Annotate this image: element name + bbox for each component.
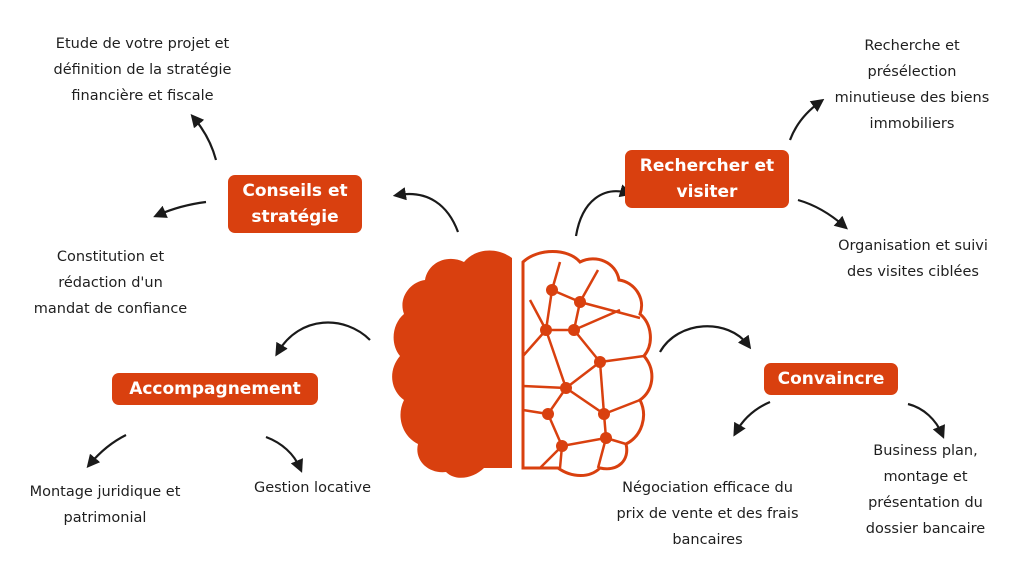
note-negociation: Négociation efficace du prix de vente et… [616,480,799,548]
brain-right-half-icon [521,250,654,477]
arrow-brain-to-rechercher [574,184,634,237]
arrow-brain-to-conseils [392,187,460,233]
brain-left-half-icon [392,250,512,478]
arrow-accompagnement-to-gestion [265,435,303,473]
note-organisation-visites: Organisation et suivi des visites ciblée… [838,238,988,280]
note-montage-juridique: Montage juridique et patrimonial [29,484,181,526]
category-conseils-et-strategie: Conseils et stratégie [228,175,362,233]
arrow-conseils-to-etude [190,113,218,161]
note-recherche-preselection: Recherche et présélection minutieuse des… [834,38,990,132]
note-etude-projet: Etude de votre projet et définition de l… [53,36,232,104]
category-convaincre: Convaincre [764,363,898,395]
arrow-rechercher-to-recherche [788,98,825,141]
arrow-convaincre-to-negociation [733,400,771,437]
arrow-convaincre-to-business [907,402,945,439]
arrow-rechercher-to-organisation [797,198,848,230]
category-accompagnement: Accompagnement [112,373,318,405]
category-rechercher-et-visiter: Rechercher et visiter [625,150,789,208]
arrow-conseils-to-constitution [153,200,207,218]
arrow-brain-to-accompagnement [275,321,371,357]
note-constitution-mandat: Constitution et rédaction d'un mandat de… [33,249,188,317]
brain-icon [392,250,654,478]
arrow-accompagnement-to-montage [86,434,127,469]
note-business-plan: Business plan, montage et présentation d… [865,443,986,537]
arrow-brain-to-convaincre [659,325,752,353]
note-gestion-locative: Gestion locative [253,480,372,496]
